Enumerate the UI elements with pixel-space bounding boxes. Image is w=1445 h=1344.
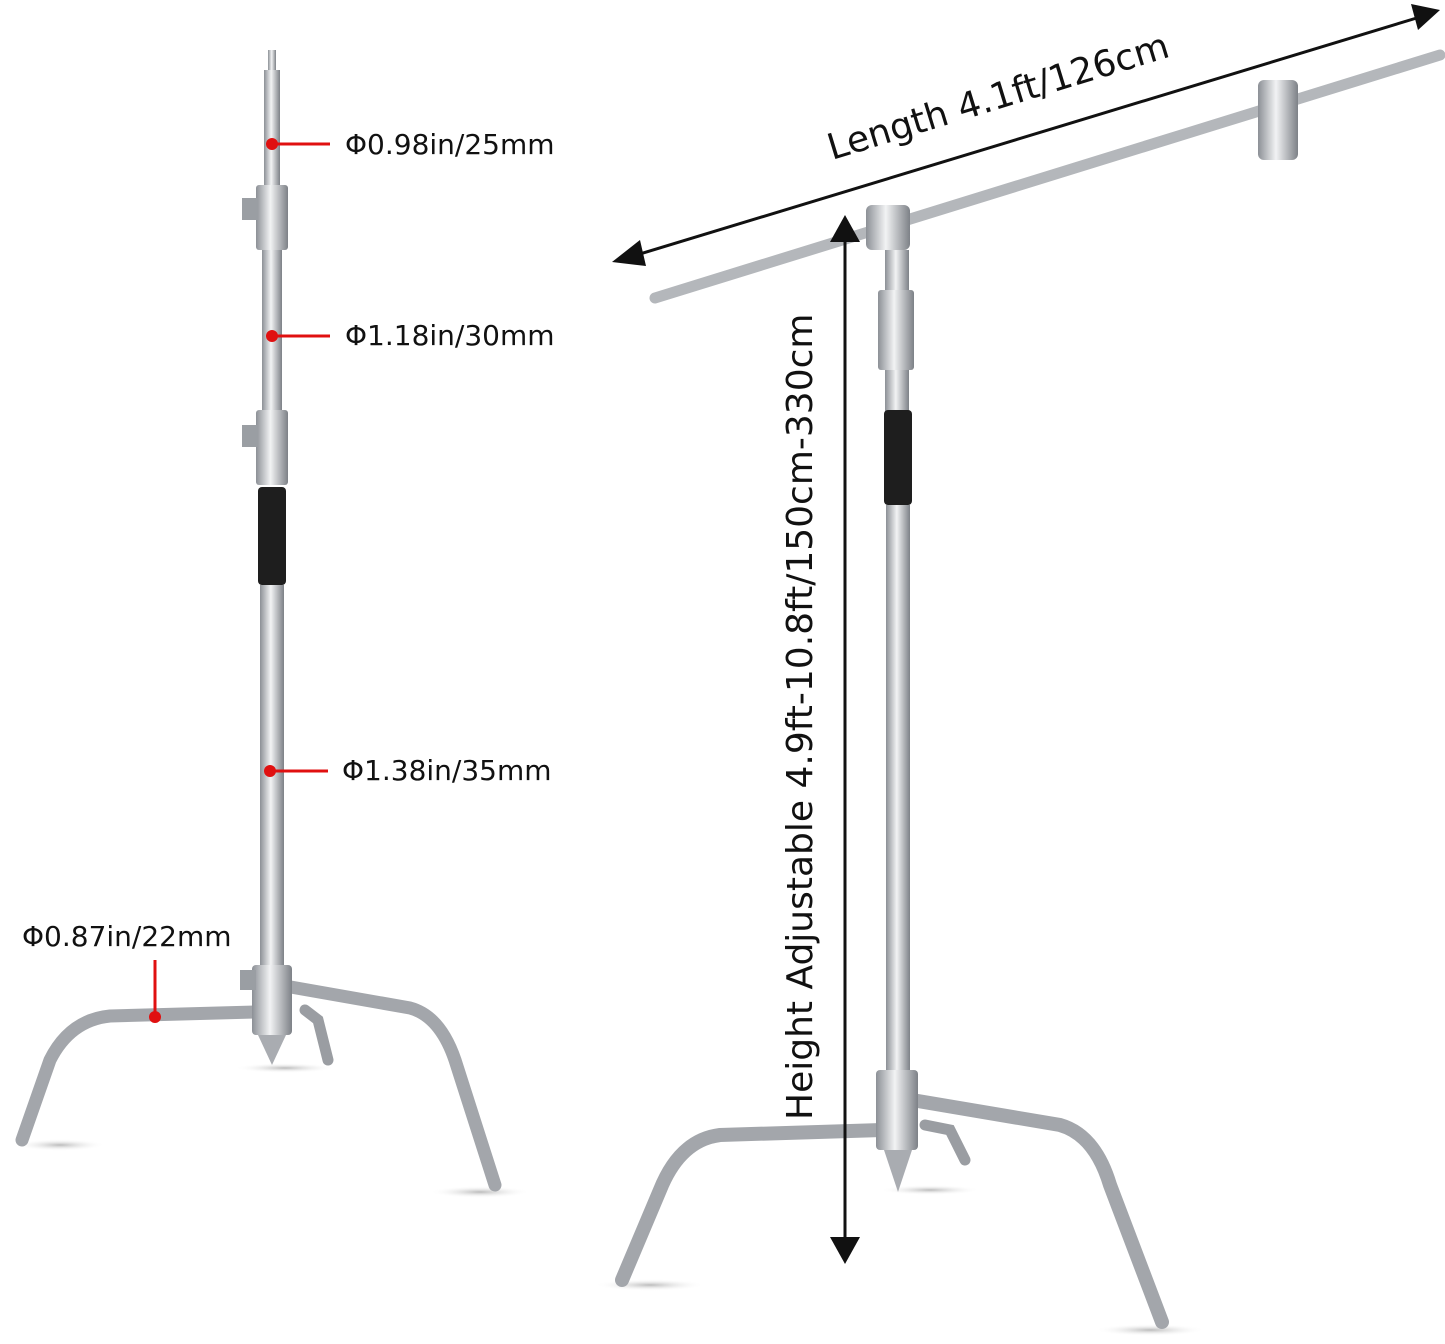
- left-leg: [15, 1005, 262, 1147]
- back-leg: [299, 1004, 334, 1066]
- top-tube: [264, 70, 280, 190]
- boom-knuckle: [866, 205, 910, 250]
- base-head: [876, 1070, 918, 1150]
- leg-diameter: Φ0.87in/22mm: [22, 920, 232, 953]
- lower-clamp: [256, 410, 288, 485]
- middle-tube-diameter: Φ1.18in/30mm: [345, 319, 555, 352]
- marker-dot: [264, 765, 276, 777]
- back-leg: [919, 1119, 971, 1166]
- upper-clamp: [256, 185, 288, 250]
- arrow-head-left: [612, 240, 646, 266]
- right-leg: [905, 1093, 1169, 1329]
- marker-dot: [266, 330, 278, 342]
- grip: [258, 487, 286, 585]
- grip: [884, 410, 912, 505]
- left-leg: [615, 1123, 889, 1287]
- marker-dot: [266, 138, 278, 150]
- boom-arm: [649, 49, 1445, 304]
- marker-dot: [149, 1011, 161, 1023]
- arrow-head-right: [1411, 4, 1440, 30]
- length-dimension: Length 4.1ft/126cm: [612, 4, 1440, 266]
- boom-length-label: Length 4.1ft/126cm: [823, 26, 1174, 169]
- right-leg: [278, 979, 502, 1192]
- main-tube: [886, 505, 910, 1075]
- right-c-stand-with-boom: [595, 49, 1445, 1336]
- height-range-label: Height Adjustable 4.9ft-10.8ft/150cm-330…: [780, 314, 821, 1120]
- arrow-head-down: [830, 1237, 860, 1264]
- bottom-tube-diameter: Φ1.38in/35mm: [342, 754, 552, 787]
- top-tube-diameter: Φ0.98in/25mm: [345, 128, 555, 161]
- boom-grip-head: [1258, 80, 1298, 160]
- diameter-callouts: Φ0.98in/25mm Φ1.18in/30mm Φ1.38in/35mm Φ…: [22, 128, 555, 1023]
- bottom-tube: [260, 585, 284, 970]
- base-head: [252, 965, 292, 1035]
- height-dimension: Height Adjustable 4.9ft-10.8ft/150cm-330…: [780, 215, 860, 1264]
- left-c-stand: [15, 50, 530, 1198]
- arrow-head-up: [830, 215, 860, 242]
